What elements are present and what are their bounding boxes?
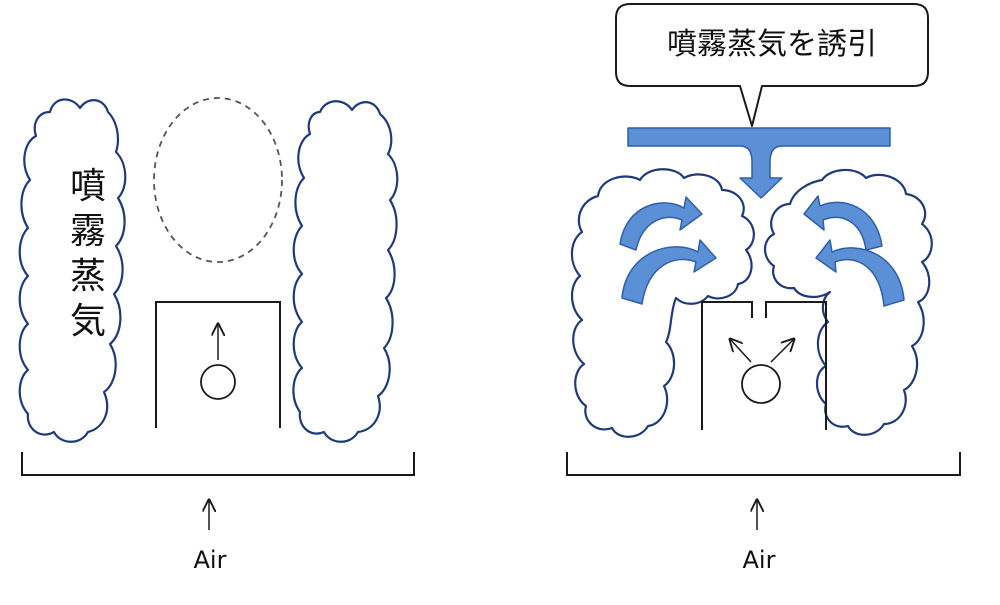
split-arrow-right [770, 339, 794, 363]
right-nozzle-orifice [741, 364, 781, 404]
cloud-label-char-3: 蒸 [70, 256, 106, 297]
right-base-bracket [566, 452, 961, 476]
right-air-label: Air [743, 546, 776, 574]
left-nozzle-housing [155, 301, 281, 428]
cloud-label-char-1: 噴 [70, 166, 106, 207]
right-tube-right-wall [765, 301, 827, 430]
curl-arrow-left-upper [619, 196, 703, 251]
empty-region-ellipse [153, 97, 283, 263]
callout-bubble [615, 3, 929, 127]
curl-arrow-right-lower [815, 239, 905, 307]
right-spray-cloud [292, 100, 399, 443]
cloud-label-char-4: 気 [70, 301, 106, 342]
left-panel: 噴 霧 蒸 気 Air [18, 97, 415, 574]
right-panel: 噴霧蒸気を誘引 Air [566, 3, 961, 574]
split-arrow-left [730, 339, 752, 363]
cloud-label-char-2: 霧 [70, 211, 106, 252]
left-spray-cloud [18, 98, 127, 443]
right-tube-left-wall [701, 301, 753, 430]
curl-arrow-right-upper [803, 195, 883, 251]
callout-text: 噴霧蒸気を誘引 [667, 27, 877, 62]
left-nozzle-orifice [200, 364, 236, 400]
right-right-spray-cloud [763, 168, 933, 436]
left-air-label: Air [194, 546, 227, 574]
right-left-spray-cloud [570, 168, 755, 438]
induction-t-arrow [627, 127, 891, 199]
curl-arrow-left-lower [621, 239, 717, 305]
left-base-bracket [21, 452, 415, 476]
